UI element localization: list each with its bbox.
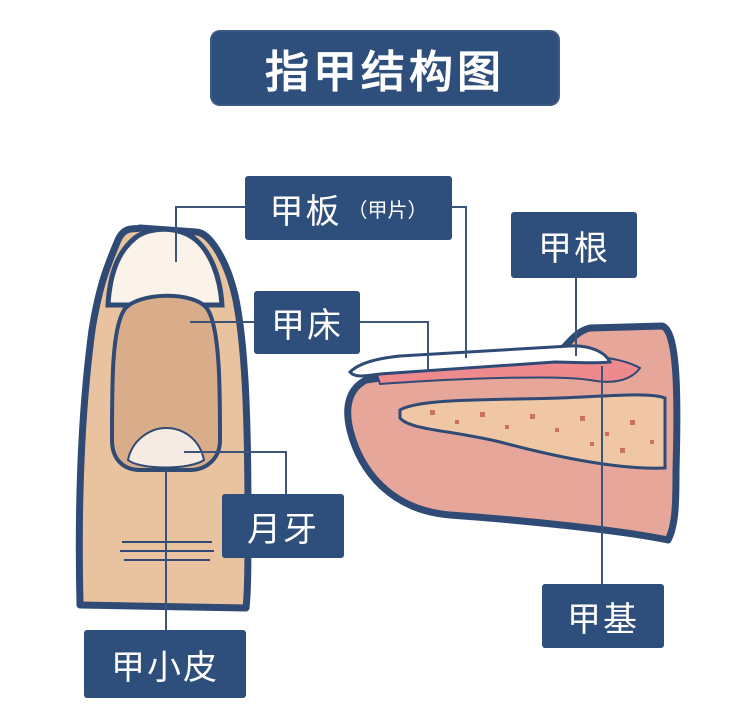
nail-bed-shape <box>109 293 223 472</box>
side-flesh-dots <box>430 410 654 453</box>
label-cuticle-text: 甲小皮 <box>111 647 219 688</box>
label-nail-plate: 甲板 （甲片） <box>245 176 452 240</box>
label-nail-plate-alt-text: （甲片） <box>347 197 428 222</box>
lunula-shape <box>126 426 206 469</box>
label-lunula-text: 月牙 <box>247 509 319 550</box>
page-title: 指甲结构图 <box>265 47 505 98</box>
label-nail-matrix: 甲基 <box>542 584 664 648</box>
leader-nail-plate-side <box>452 206 467 358</box>
label-lunula: 月牙 <box>222 494 344 558</box>
title-banner: 指甲结构图 <box>210 30 560 106</box>
label-cuticle: 甲小皮 <box>84 630 246 698</box>
label-nail-bed-text: 甲床 <box>271 306 343 346</box>
finger-side-view <box>344 322 681 544</box>
nail-free-edge <box>105 226 225 308</box>
label-nail-matrix-text: 甲基 <box>567 599 639 640</box>
label-nail-root-text: 甲根 <box>538 228 610 269</box>
side-nail-plate <box>347 344 613 378</box>
label-nail-plate-text: 甲板 <box>269 191 342 232</box>
side-inner-flesh <box>398 393 667 470</box>
leader-nail-bed-side <box>360 321 429 372</box>
label-nail-bed: 甲床 <box>254 291 360 354</box>
label-nail-root: 甲根 <box>511 212 637 278</box>
leader-nail-plate-front <box>175 206 245 262</box>
